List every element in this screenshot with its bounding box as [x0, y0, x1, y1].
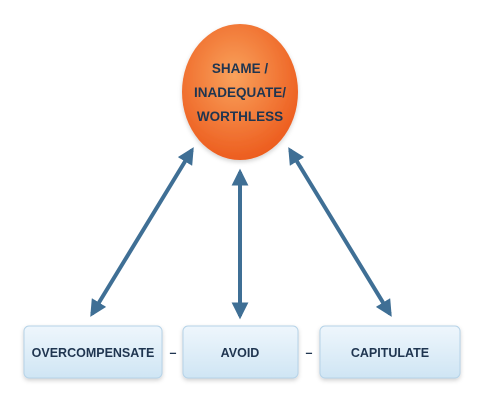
central-node-line-3: WORTHLESS: [197, 109, 283, 124]
central-node: SHAME / INADEQUATE/ WORTHLESS: [182, 24, 298, 160]
central-node-line-1: SHAME /: [212, 61, 269, 76]
coping-node-avoid: AVOID: [182, 325, 299, 379]
coping-node-overcompensate: OVERCOMPENSATE: [23, 325, 163, 379]
coping-box-overcompensate: [23, 325, 163, 379]
coping-label-overcompensate: OVERCOMPENSATE: [32, 346, 155, 360]
coping-box-avoid: [182, 325, 299, 379]
coping-box-capitulate: [319, 325, 461, 379]
coping-node-capitulate: CAPITULATE: [319, 325, 461, 379]
arrow-shame-capitulate: [288, 147, 392, 317]
separator-1: –: [170, 346, 177, 360]
coping-label-capitulate: CAPITULATE: [351, 346, 429, 360]
central-node-line-2: INADEQUATE/: [194, 85, 286, 100]
coping-label-avoid: AVOID: [221, 346, 260, 360]
arrows-group: [90, 147, 392, 320]
arrow-shame-overcompensate: [90, 147, 194, 317]
central-node-ellipse: [182, 24, 298, 160]
separator-2: –: [306, 346, 313, 360]
